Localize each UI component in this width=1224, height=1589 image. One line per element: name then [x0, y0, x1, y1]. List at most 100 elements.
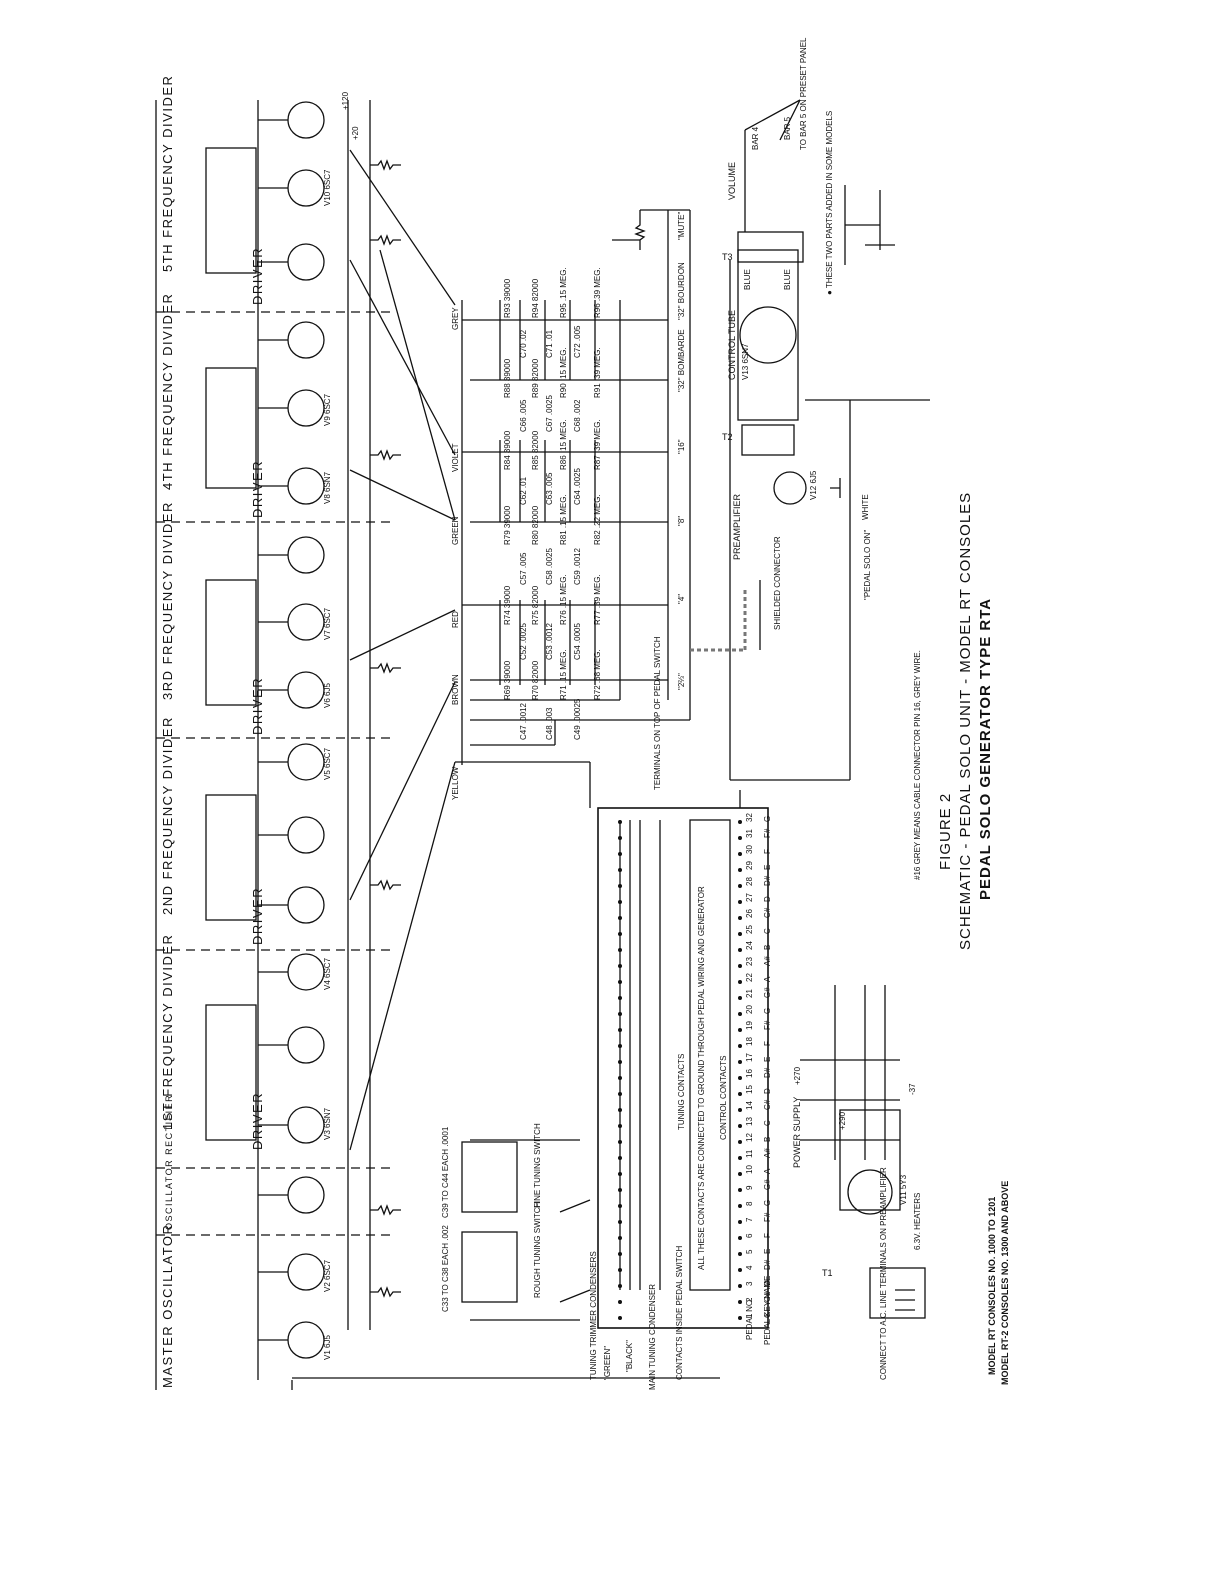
pedal-contact	[618, 1044, 622, 1048]
resistor-r80: R80 82000	[531, 505, 540, 545]
tube-v5: V5 6SC7	[323, 747, 332, 780]
pedal-key-name: C#	[763, 1099, 772, 1110]
pedal-key-name: A	[763, 976, 772, 982]
pedal-contact	[738, 1188, 742, 1192]
pedal-contact	[738, 1140, 742, 1144]
label-terminals: TERMINALS ON TOP OF PEDAL SWITCH	[653, 636, 662, 790]
resistor-r71: R71 .15 MEG.	[559, 649, 568, 700]
tap-brown: BROWN	[451, 674, 460, 705]
resistor-r75: R75 82000	[531, 585, 540, 625]
resistor-r86: R86 .15 MEG.	[559, 419, 568, 470]
pedal-number: 7	[745, 1217, 754, 1222]
pedal-key-name: G#	[763, 1179, 772, 1190]
pedal-contact	[618, 1236, 622, 1240]
pedal-key-name: F	[763, 1233, 772, 1238]
pedal-key-name: B	[763, 1137, 772, 1142]
capacitor-c58: C58 .0025	[545, 548, 554, 585]
pedal-contact	[738, 916, 742, 920]
label-divider-4: 4TH FREQUENCY DIVIDER	[160, 293, 175, 490]
pedal-contact	[738, 836, 742, 840]
tap-white: WHITE	[861, 494, 870, 520]
pedal-contact	[738, 868, 742, 872]
pedal-number: 17	[745, 1053, 754, 1062]
tube-v10: V10 6SC7	[323, 169, 332, 206]
pedal-contact	[738, 1060, 742, 1064]
pedal-contact	[618, 1316, 622, 1320]
label-tuning-contacts: TUNING CONTACTS	[677, 1054, 686, 1130]
resistor-r69: R69 39000	[503, 660, 512, 700]
label-connect-ac: CONNECT TO A.C. LINE TERMINALS ON PREAMP…	[879, 1167, 888, 1380]
pedal-key-name: A#	[763, 956, 772, 966]
resistor-r88: R88 39000	[503, 358, 512, 398]
capacitor-c53: C53 .0012	[545, 623, 554, 660]
label-pedal-key-name: PEDAL KEY NAME	[763, 1276, 772, 1345]
pedal-key-name: F	[763, 1041, 772, 1046]
label-bar4: BAR 4	[751, 126, 760, 150]
label-preset-panel: TO BAR 5 ON PRESET PANEL	[799, 37, 808, 150]
label-driver-2: DRIVER	[250, 887, 265, 945]
pedal-contact	[738, 996, 742, 1000]
pedal-contact	[738, 1044, 742, 1048]
pedal-contact	[618, 868, 622, 872]
pedal-number: 14	[745, 1101, 754, 1110]
stop-32-bourdon: "32" BOURDON	[677, 262, 686, 320]
tube-v4: V4 6SC7	[323, 957, 332, 990]
pedal-contact	[618, 996, 622, 1000]
capacitor-c62: C62 .01	[519, 476, 528, 505]
capacitor-c71: C71 .01	[545, 329, 554, 358]
tube-v1: V1 6J5	[323, 1335, 332, 1360]
pedal-number: 16	[745, 1069, 754, 1078]
stop-4: "4"	[677, 594, 686, 604]
tap-green: GREEN	[451, 516, 460, 545]
label-driver-1: DRIVER	[250, 1092, 265, 1150]
label-c39-c44: C39 TO C44 EACH .0001	[441, 1126, 450, 1218]
pedal-contact	[618, 1204, 622, 1208]
capacitor-c66: C66 .005	[519, 399, 528, 432]
caption-line1: SCHEMATIC - PEDAL SOLO UNIT - MODEL RT C…	[957, 492, 974, 950]
pedal-contact	[738, 1092, 742, 1096]
label-grey-cable-note: #16 GREY MEANS CABLE CONNECTOR PIN 16, G…	[913, 650, 922, 880]
pedal-key-name: C#	[763, 907, 772, 918]
capacitor-c72: C72 .005	[573, 325, 582, 358]
pedal-number: 25	[745, 925, 754, 934]
pedal-contact	[618, 1220, 622, 1224]
pedal-key-name: F#	[763, 1020, 772, 1030]
pedal-number: 3	[745, 1281, 754, 1286]
tube-v2: V2 6SC7	[323, 1259, 332, 1292]
capacitor-c67: C67 .0025	[545, 395, 554, 432]
pedal-number: 6	[745, 1233, 754, 1238]
pedal-key-name: A#	[763, 1148, 772, 1158]
label-contacts-inside: CONTACTS INSIDE PEDAL SWITCH	[675, 1246, 684, 1380]
pedal-number: 18	[745, 1037, 754, 1046]
label-divider-3: 3RD FREQUENCY DIVIDER	[160, 501, 175, 700]
pedal-number: 12	[745, 1133, 754, 1142]
resistor-r95: R95 .15 MEG.	[559, 267, 568, 318]
pedal-contact	[738, 948, 742, 952]
pedal-number: 21	[745, 989, 754, 998]
resistor-r77: R77 .39 MEG.	[593, 574, 602, 625]
pedal-key-name: G	[763, 1008, 772, 1014]
resistor-r82: R82 .22 MEG.	[593, 494, 602, 545]
pedal-contact	[618, 1108, 622, 1112]
capacitor-c48: C48 .003	[545, 707, 554, 740]
resistor-r70: R70 82000	[531, 660, 540, 700]
label-volume: VOLUME	[727, 162, 737, 200]
capacitor-c59: C59 .0012	[573, 548, 582, 585]
label-added-parts: ● THESE TWO PARTS ADDED IN SOME MODELS	[825, 111, 834, 295]
pedal-key-name: E	[763, 1249, 772, 1254]
tap-red: RED	[451, 611, 460, 628]
pedal-key-name: D#	[763, 1259, 772, 1270]
label-divider-1: 1ST FREQUENCY DIVIDER	[160, 934, 175, 1130]
pedal-contact	[738, 932, 742, 936]
label-oscillator-rectifier-1: OSCILLATOR RECTIFIER	[164, 1094, 174, 1230]
tube-v11: V11 5Y3	[899, 1174, 908, 1205]
pedal-contact	[618, 1300, 622, 1304]
resistor-r79: R79 39000	[503, 505, 512, 545]
label-control-contacts: CONTROL CONTACTS	[719, 1056, 728, 1140]
pedal-key-name: D	[763, 1088, 772, 1094]
resistor-r93: R93 39000	[503, 278, 512, 318]
pedal-contact	[618, 916, 622, 920]
pedal-contact	[618, 980, 622, 984]
